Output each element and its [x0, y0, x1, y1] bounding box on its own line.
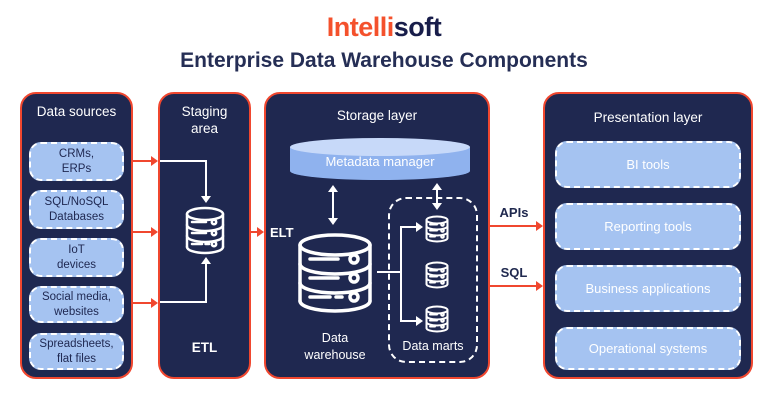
- source-box-sql-nosql: SQL/NoSQL Databases: [29, 190, 124, 229]
- panel-title-storage: Storage layer: [336, 108, 418, 123]
- intellisoft-logo: Intellisoft: [0, 12, 768, 43]
- logo-part-orange: Intelli: [326, 12, 395, 42]
- presentation-box-label: Reporting tools: [604, 219, 692, 234]
- etl-label: ETL: [191, 340, 218, 355]
- double-arrow-metadata-datamarts: [432, 183, 442, 210]
- panel-data-sources: Data sources CRMs, ERPs SQL/NoSQL Databa…: [20, 92, 133, 379]
- data-warehouse-icon: [293, 232, 377, 316]
- presentation-box-business-applications: Business applications: [555, 265, 741, 312]
- panel-title-staging: Staging area: [181, 104, 228, 136]
- data-marts-label: Data marts: [402, 339, 464, 353]
- source-box-line: flat files: [57, 352, 96, 365]
- source-box-line: ERPs: [61, 162, 92, 175]
- source-box-line: IoT: [68, 243, 85, 256]
- data-marts-group-box: [388, 197, 478, 363]
- metadata-manager-cylinder: Metadata manager: [288, 138, 472, 182]
- panel-title-presentation: Presentation layer: [593, 110, 703, 125]
- arrow-bottom-source-to-staging-db: [160, 264, 207, 303]
- staging-database-icon: [183, 206, 227, 256]
- arrow-crms-to-staging: [133, 156, 158, 166]
- presentation-box-label: BI tools: [626, 157, 670, 172]
- arrowhead-right-icon: [416, 316, 423, 326]
- presentation-box-label: Business applications: [585, 281, 711, 296]
- arrow-staging-to-storage: [251, 227, 264, 237]
- arrow-apis-to-presentation: [490, 221, 543, 231]
- source-box-line: Social media,: [41, 290, 112, 303]
- panel-presentation-layer: Presentation layer BI tools Reporting to…: [543, 92, 753, 379]
- arrowhead-up-icon: [201, 257, 211, 264]
- data-warehouse-label: Data warehouse: [304, 331, 366, 362]
- line-branch-to-bottom-mart: [400, 320, 416, 322]
- source-box-line: Databases: [49, 210, 104, 223]
- source-box-line: devices: [57, 258, 96, 271]
- arrowhead-right-icon: [416, 222, 423, 232]
- presentation-box-reporting-tools: Reporting tools: [555, 203, 741, 250]
- source-box-crms-erps: CRMs, ERPs: [29, 142, 124, 181]
- panel-storage-layer: Storage layer Metadata manager ELT: [264, 92, 490, 379]
- source-box-line: Spreadsheets,: [39, 337, 114, 350]
- presentation-box-bi-tools: BI tools: [555, 141, 741, 188]
- source-box-spreadsheets: Spreadsheets, flat files: [29, 333, 124, 370]
- apis-label: APIs: [499, 205, 529, 220]
- arrow-top-source-to-staging-db: [160, 160, 207, 198]
- arrow-social-to-staging: [133, 298, 158, 308]
- elt-label: ELT: [270, 225, 294, 240]
- line-branch-to-top-mart: [400, 226, 416, 228]
- presentation-box-operational-systems: Operational systems: [555, 327, 741, 370]
- logo-part-navy: soft: [393, 12, 442, 42]
- data-mart-icon: [424, 215, 450, 243]
- source-box-social-media: Social media, websites: [29, 286, 124, 323]
- page-title: Enterprise Data Warehouse Components: [180, 49, 588, 72]
- branch-vertical-line: [400, 226, 402, 322]
- double-arrow-metadata-warehouse: [328, 185, 338, 225]
- source-box-line: CRMs,: [58, 147, 95, 160]
- sql-label: SQL: [500, 265, 528, 280]
- cylinder-icon: [290, 138, 470, 180]
- presentation-box-label: Operational systems: [588, 341, 708, 356]
- panel-title-data-sources: Data sources: [36, 104, 117, 119]
- panel-staging-area: Staging area ETL: [158, 92, 251, 379]
- arrowhead-down-icon: [201, 196, 211, 203]
- metadata-manager-label: Metadata manager: [325, 154, 435, 169]
- arrow-databases-to-staging: [133, 227, 158, 237]
- source-box-iot-devices: IoT devices: [29, 238, 124, 277]
- data-mart-icon: [424, 261, 450, 289]
- data-mart-icon: [424, 305, 450, 333]
- arrow-sql-to-presentation: [490, 281, 543, 291]
- source-box-line: SQL/NoSQL: [44, 195, 109, 208]
- source-box-line: websites: [54, 305, 99, 318]
